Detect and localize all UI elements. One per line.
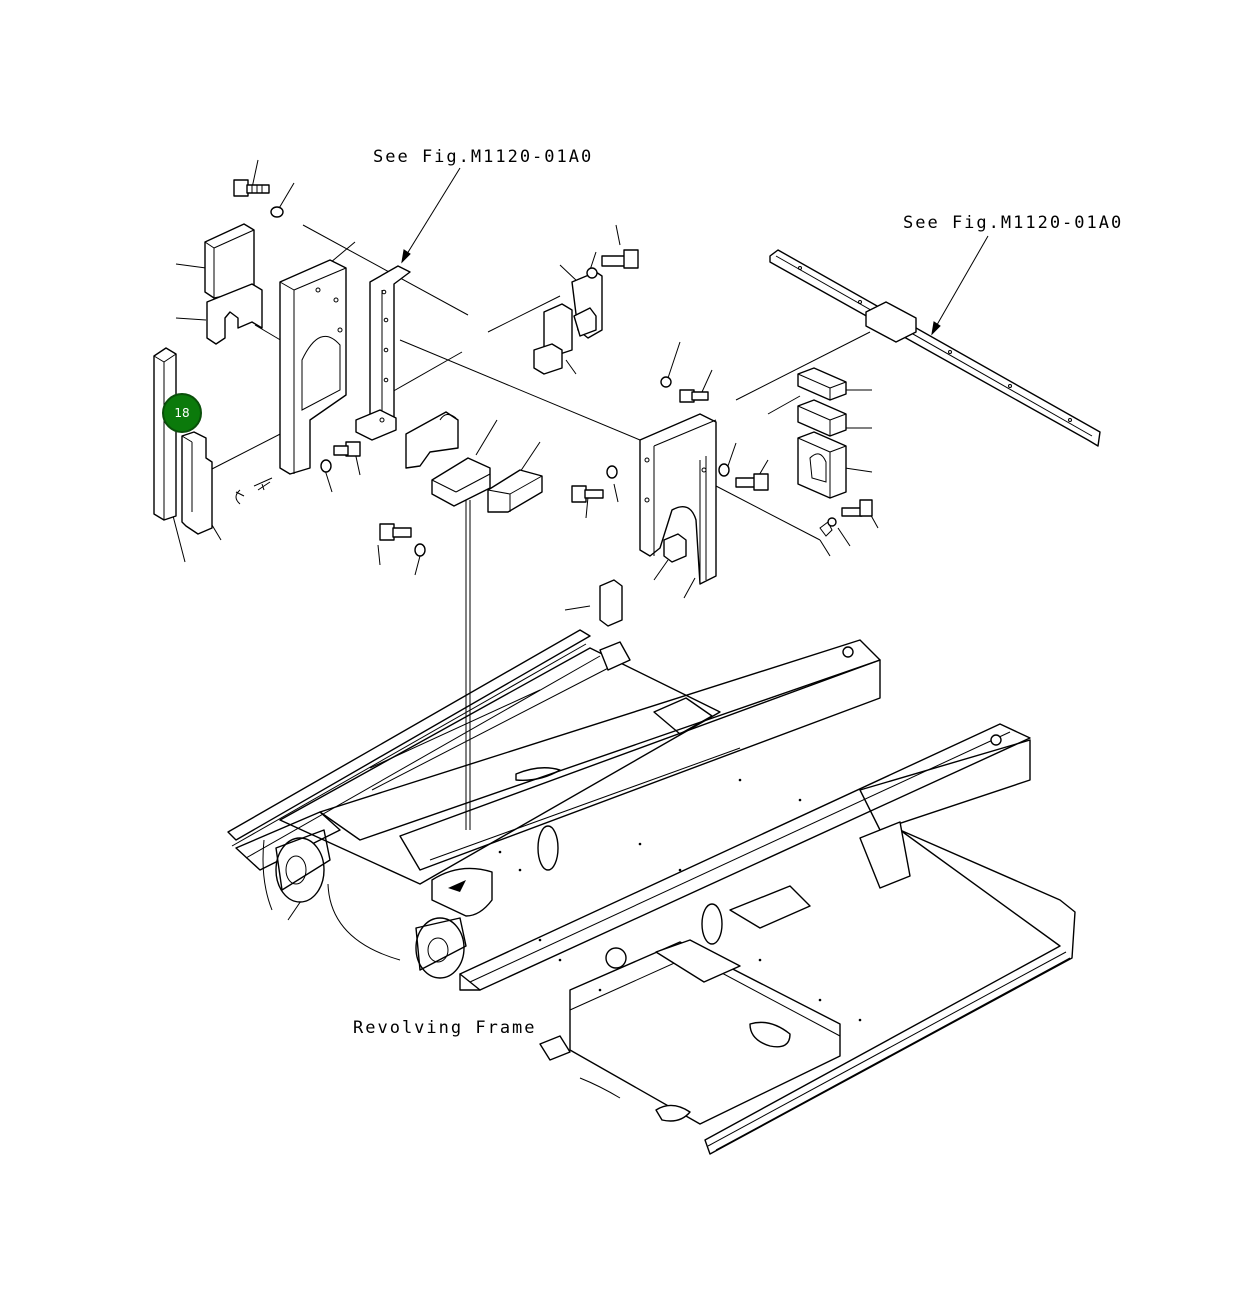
boom-foot-boss-2 xyxy=(415,917,467,979)
long-rail xyxy=(769,249,1101,447)
bolt-spacer xyxy=(841,499,873,517)
bolt-mid-left xyxy=(333,441,361,457)
left-bracket-assembly xyxy=(153,167,461,535)
pin xyxy=(253,477,273,491)
clip-right xyxy=(819,521,833,537)
washer-mid-left xyxy=(320,459,332,473)
upper-middle-bracket xyxy=(533,249,639,375)
bolt-upper-left xyxy=(233,179,270,197)
washer-right-upper xyxy=(660,376,672,388)
spacer-slotted xyxy=(797,431,847,499)
bolt-center-lower xyxy=(379,523,412,541)
slotted-block-center xyxy=(405,411,459,469)
bolt-right-upper xyxy=(679,389,709,403)
bolt-upper-middle xyxy=(601,249,639,269)
callout-number: 18 xyxy=(174,406,190,420)
support-channel xyxy=(369,265,411,433)
leader-lines xyxy=(171,159,879,921)
mount-bracket-center xyxy=(431,457,491,507)
rail-bracket xyxy=(865,301,917,343)
spacer-2 xyxy=(797,399,847,437)
center-parts xyxy=(379,411,543,557)
revolving-frame xyxy=(227,629,1076,1155)
washer-center-lower xyxy=(414,543,426,557)
center-mount xyxy=(729,885,811,929)
washer-upper-left xyxy=(270,206,284,218)
right-middle-bracket xyxy=(571,376,769,627)
stepped-block xyxy=(181,431,213,535)
reference-label-top: See Fig.M1120-01A0 xyxy=(373,147,594,167)
slotted-shim xyxy=(206,283,263,345)
bracket-plate-right xyxy=(639,413,717,585)
right-rail xyxy=(769,235,1101,447)
vertical-bar xyxy=(153,347,177,521)
bolt-right-lower-left xyxy=(571,485,604,503)
boom-foot-boss-1 xyxy=(275,829,331,903)
small-block-c xyxy=(599,579,623,627)
bracket-plate-large xyxy=(279,259,347,475)
washer-right-mid xyxy=(606,465,618,479)
small-block-b xyxy=(533,343,563,375)
right-spacer-stack xyxy=(797,367,873,537)
reference-label-right: See Fig.M1120-01A0 xyxy=(903,213,1124,233)
snap-ring xyxy=(235,489,245,505)
revolving-frame-label: Revolving Frame xyxy=(353,1018,537,1038)
part-callout-18[interactable]: 18 xyxy=(162,393,202,433)
bolt-right-side xyxy=(735,473,769,491)
washer-upper-middle xyxy=(586,267,598,279)
